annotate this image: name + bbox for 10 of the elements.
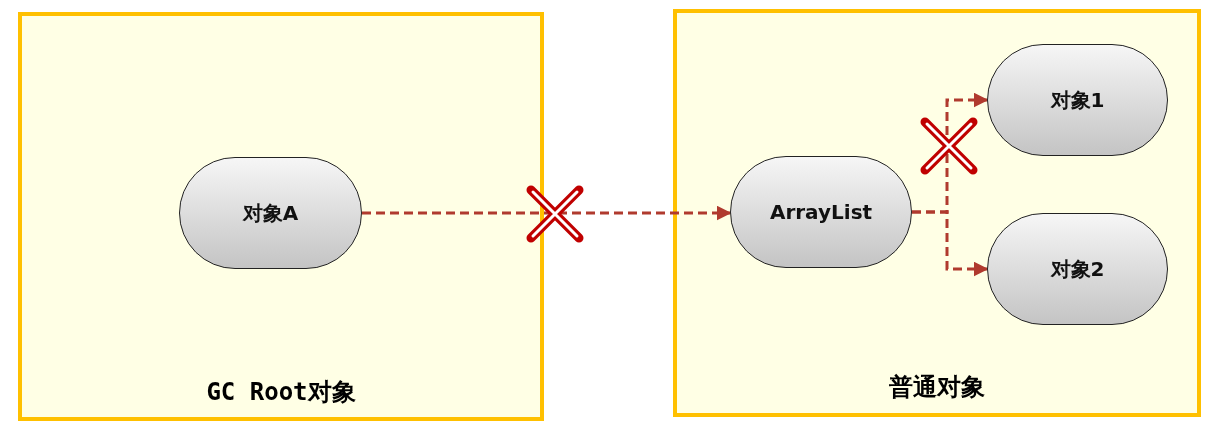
node-label: ArrayList [769,200,873,224]
dashed-arrow [912,210,989,277]
container-box [673,9,1201,417]
node-label: 对象1 [1050,86,1105,114]
container-box [18,12,544,421]
container-title: GC Root对象 [205,377,357,408]
node-label: 对象2 [1050,255,1105,283]
dashed-arrow [362,205,732,221]
node-label: 对象A [242,199,299,227]
container-title: 普通对象 [888,372,986,403]
